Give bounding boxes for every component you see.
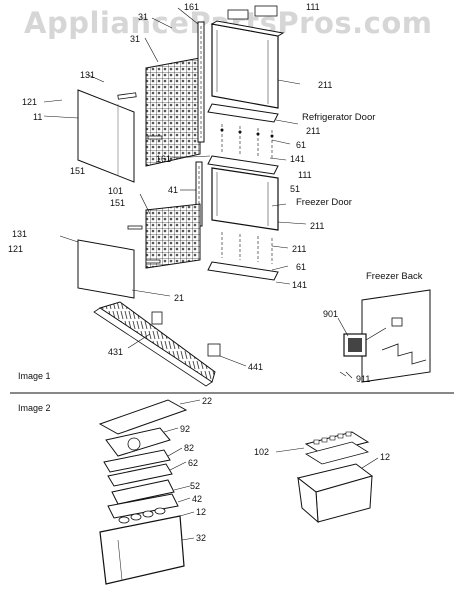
part-911-label: 911: [356, 374, 371, 384]
part-151-top-label: 151: [70, 166, 86, 176]
part-131-mid-label: 131: [12, 229, 28, 239]
kickplate-clip-left: [151, 311, 163, 325]
ice-maker-frame-42: [107, 493, 179, 519]
part-12-right-label: 12: [380, 452, 391, 462]
part-211-a-label: 211: [318, 80, 333, 90]
part-441-label: 441: [248, 362, 264, 372]
ice-bin-left: [99, 515, 185, 585]
image-2-label: Image 2: [18, 403, 51, 413]
refrigerator-door-callout: Refrigerator Door: [302, 112, 376, 123]
freezer-door-panel: [77, 239, 135, 299]
part-102-label: 102: [254, 447, 270, 457]
part-141-b-label: 141: [292, 280, 308, 290]
upper-grille: [145, 57, 201, 167]
part-21-label: 21: [174, 293, 185, 303]
image-1-label: Image 1: [18, 371, 51, 381]
part-111-mid-label: 111: [298, 170, 312, 180]
kickplate-clip-right: [207, 343, 221, 357]
part-41-label: 41: [168, 185, 179, 195]
freezer-back-callout: Freezer Back: [366, 271, 423, 282]
part-121-top-label: 121: [22, 97, 38, 107]
ice-maker-tray-82: [103, 449, 171, 473]
freezer-door: [211, 167, 279, 231]
part-12-left-label: 12: [196, 507, 207, 517]
part-121-mid-label: 121: [8, 244, 24, 254]
ice-tray-102: [304, 431, 370, 455]
freezer-door-bottom-bracket: [207, 261, 279, 281]
ice-maker-mold-52: [111, 479, 175, 505]
part-31-top-label: 31: [138, 12, 149, 22]
part-62-label: 62: [188, 458, 199, 468]
part-211-b-label: 211: [306, 126, 321, 136]
part-82-label: 82: [184, 443, 195, 453]
part-431-label: 431: [108, 347, 124, 357]
part-131-top-label: 131: [80, 70, 96, 80]
ice-maker-tray-62: [107, 463, 173, 487]
part-52-label: 52: [190, 481, 201, 491]
part-161-top-label: 161: [184, 2, 200, 12]
part-211-d-label: 211: [292, 244, 307, 254]
part-901-label: 901: [323, 309, 339, 319]
part-151-mid-label: 151: [110, 198, 126, 208]
part-32-label: 32: [196, 533, 207, 543]
refrigerator-door-bottom-bracket: [207, 103, 279, 123]
part-42-label: 42: [192, 494, 203, 504]
refrigerator-door-panel: [77, 89, 135, 183]
part-61-a-label: 61: [296, 140, 307, 150]
middle-hinge-bar: [207, 155, 279, 175]
part-22-label: 22: [202, 396, 213, 406]
part-161-mid-label: 161: [156, 154, 172, 164]
ice-maker-cover: [98, 399, 188, 435]
part-61-b-label: 61: [296, 262, 307, 272]
part-11-label: 11: [33, 112, 43, 122]
part-111-top-label: 111: [306, 2, 320, 12]
freezer-door-callout: Freezer Door: [296, 197, 352, 208]
part-101-label: 101: [108, 186, 124, 196]
part-31-left-label: 31: [130, 34, 141, 44]
part-92-label: 92: [180, 424, 191, 434]
part-211-c-label: 211: [310, 221, 325, 231]
lower-grille: [145, 203, 201, 269]
part-141-a-label: 141: [290, 154, 306, 164]
part-51-label: 51: [290, 184, 301, 194]
